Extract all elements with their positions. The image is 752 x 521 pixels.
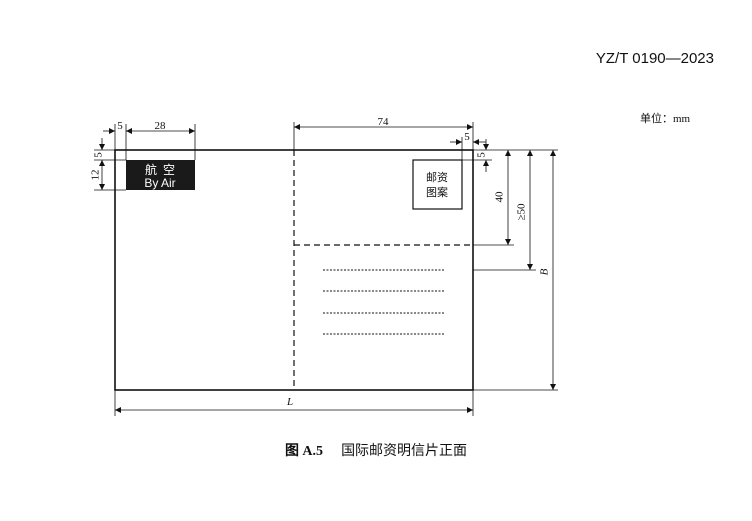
airmail-label-box — [126, 160, 195, 190]
stamp-box — [412, 159, 463, 210]
standard-number: YZ/T 0190—2023 — [595, 50, 714, 67]
stamp-box-line2: 图案 — [426, 185, 448, 199]
dim-label-card-length: L — [286, 396, 293, 408]
airmail-label-chinese: 航 空 — [145, 162, 175, 177]
dim-label-stamp-right-margin: 5 — [464, 131, 470, 143]
dim-label-address-width: 74 — [378, 116, 390, 128]
airmail-label-english: By Air — [144, 176, 175, 190]
figure-caption: 图 A.5 国际邮资明信片正面 — [0, 440, 752, 460]
dim-label-left-margin: 5 — [117, 120, 123, 132]
figure-number: 图 A.5 — [284, 444, 324, 459]
dim-label-label-width: 28 — [155, 120, 167, 132]
dim-label-card-height: B — [539, 268, 551, 275]
dim-label-stamp-zone-height: 40 — [494, 191, 506, 203]
stamp-box-line1: 邮资 — [426, 171, 448, 184]
dim-label-label-top-margin: 5 — [93, 152, 105, 158]
dim-label-label-height: 12 — [90, 170, 102, 181]
dim-label-stamp-top-margin: 5 — [476, 152, 488, 158]
unit-label: 单位：mm — [640, 113, 691, 125]
figure-title: 国际邮资明信片正面 — [341, 444, 468, 459]
dim-label-address-zone-height: ≥50 — [516, 203, 528, 221]
